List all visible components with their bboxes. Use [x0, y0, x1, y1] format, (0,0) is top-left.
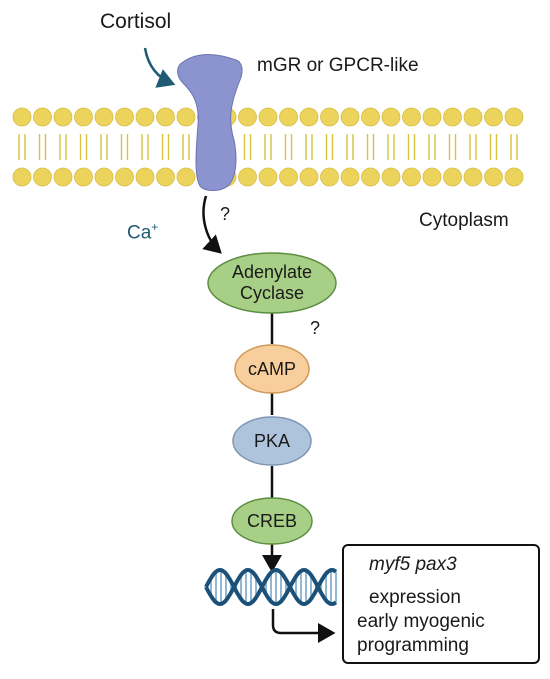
- lipid-head: [176, 107, 196, 127]
- lipid-head: [402, 167, 421, 187]
- lipid-head: [504, 107, 524, 127]
- calcium-symbol: Ca: [127, 222, 152, 244]
- lipid-head: [340, 107, 360, 127]
- lipid-head: [299, 167, 319, 187]
- lipid-head: [53, 167, 73, 187]
- creb-label: CREB: [246, 510, 297, 531]
- camp-label: cAMP: [247, 358, 296, 379]
- lipid-head: [94, 167, 114, 187]
- lipid-head: [156, 167, 175, 187]
- lipid-head: [135, 167, 155, 187]
- lipid-head: [135, 107, 155, 127]
- uncertain-mark-receptor: ?: [220, 204, 231, 224]
- lipid-head: [156, 107, 175, 127]
- lipid-head: [361, 107, 380, 127]
- lipid-head: [74, 107, 93, 127]
- lipid-head: [504, 167, 524, 187]
- lipid-head: [238, 107, 257, 127]
- uncertain-mark-camp: ?: [310, 318, 321, 338]
- outcome-line-3: programming: [357, 635, 469, 656]
- camp-node: [234, 344, 310, 394]
- cytoplasm-label: Cytoplasm: [419, 210, 509, 231]
- lipid-head: [33, 167, 52, 187]
- lipid-head: [33, 107, 52, 127]
- lipid-head: [443, 107, 462, 127]
- lipid-head: [463, 107, 483, 127]
- outcome-line-1: expression: [369, 587, 461, 608]
- lipid-head: [320, 167, 339, 187]
- lipid-head: [484, 167, 503, 187]
- lipid-head: [258, 167, 278, 187]
- adenylate-cyclase-label: Adenylate Cyclase: [208, 253, 336, 313]
- lipid-bilayer: [12, 107, 524, 187]
- creb-node: [231, 497, 313, 545]
- adenylate-cyclase-node: [207, 252, 337, 314]
- lipid-head: [258, 107, 278, 127]
- lipid-head: [299, 107, 319, 127]
- ac-line-2: Cyclase: [239, 283, 305, 303]
- lipid-head: [463, 167, 483, 187]
- lipid-head: [340, 167, 360, 187]
- lipid-head: [320, 107, 339, 127]
- lipid-head: [176, 167, 196, 187]
- lipid-head: [238, 167, 257, 187]
- receptor-shape: [177, 54, 243, 191]
- lipid-head: [279, 107, 298, 127]
- lipid-head: [12, 107, 32, 127]
- lipid-head: [484, 107, 503, 127]
- lipid-head: [115, 107, 134, 127]
- lipid-head: [422, 167, 442, 187]
- lipid-head: [53, 107, 73, 127]
- lipid-head: [94, 107, 114, 127]
- outcome-line-2: early myogenic: [357, 611, 485, 632]
- lipid-head: [12, 167, 32, 187]
- lipid-head: [402, 107, 421, 127]
- expression-arrow: [271, 609, 336, 643]
- pka-label: PKA: [253, 430, 291, 451]
- calcium-charge: +: [151, 220, 159, 234]
- lipid-head: [422, 107, 442, 127]
- lipid-head: [361, 167, 380, 187]
- lipid-head: [74, 167, 93, 187]
- lipid-head: [115, 167, 134, 187]
- cortisol-arrow: [143, 47, 176, 88]
- lipid-head: [381, 167, 401, 187]
- calcium-ion-label: Ca+: [127, 220, 158, 244]
- receptor-to-ac-arrow: [202, 195, 222, 254]
- gene-names-label: myf5 pax3: [369, 554, 457, 575]
- pka-node: [232, 416, 312, 466]
- lipid-head: [381, 107, 401, 127]
- receptor-label: mGR or GPCR-like: [257, 55, 419, 76]
- lipid-head: [443, 167, 462, 187]
- outcome-box: [342, 544, 540, 664]
- ac-line-1: Adenylate: [231, 262, 313, 282]
- lipid-head: [279, 167, 298, 187]
- cortisol-label: Cortisol: [100, 10, 172, 33]
- dna-helix-icon: [204, 567, 338, 607]
